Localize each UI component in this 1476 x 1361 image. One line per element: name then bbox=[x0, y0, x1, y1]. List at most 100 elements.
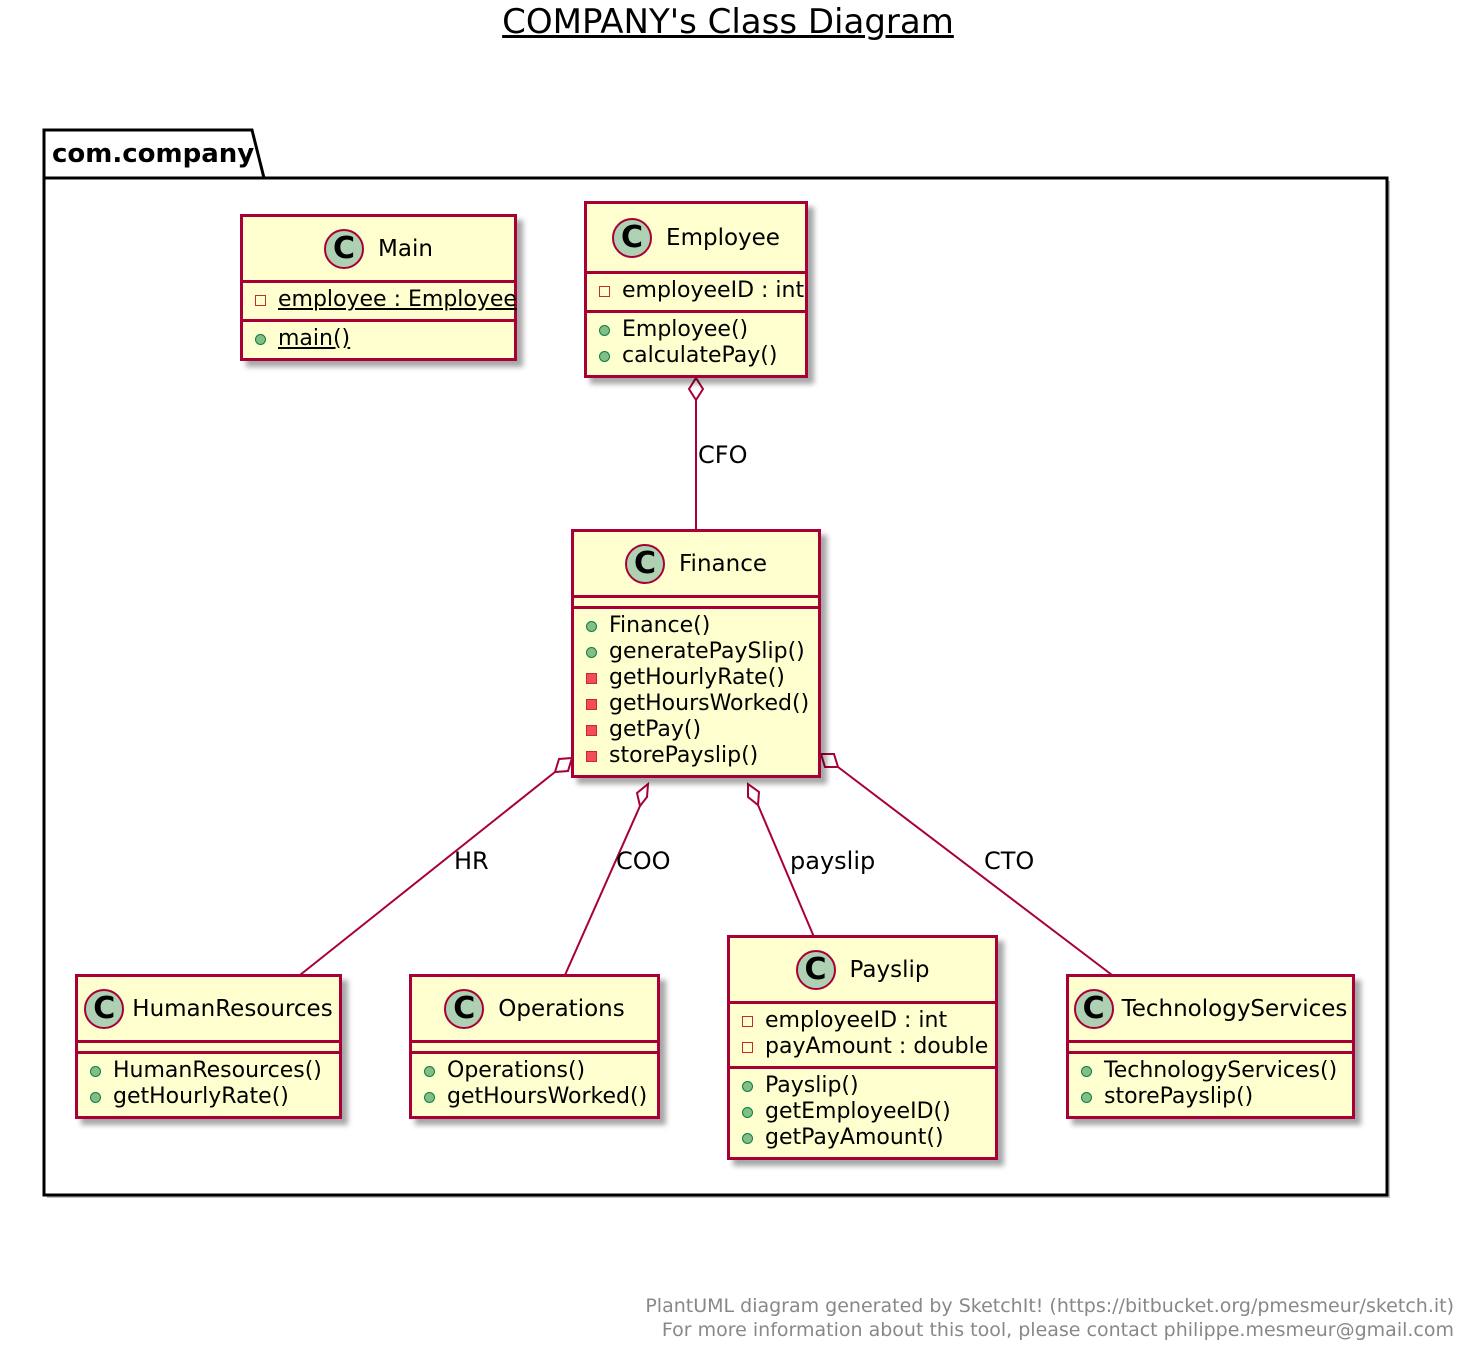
method-item: getPayAmount() bbox=[742, 1125, 985, 1151]
method-item: Employee() bbox=[599, 317, 795, 343]
private-field-icon bbox=[599, 285, 610, 297]
method-item: calculatePay() bbox=[599, 343, 795, 369]
field-text: employeeID : int bbox=[765, 1008, 948, 1033]
method-text: Operations() bbox=[447, 1058, 586, 1083]
relation-label-cto: CTO bbox=[984, 847, 1035, 875]
relation-label-hr: HR bbox=[454, 847, 489, 875]
method-item: getHoursWorked() bbox=[424, 1084, 647, 1110]
private-field-icon bbox=[255, 294, 266, 306]
class-badge-icon: C bbox=[1073, 988, 1114, 1029]
public-method-icon bbox=[1081, 1065, 1092, 1077]
public-method-icon bbox=[90, 1091, 101, 1103]
field-item: payAmount : double bbox=[742, 1034, 989, 1060]
class-finance[interactable]: C Finance Finance() generatePaySlip() ge… bbox=[571, 529, 821, 778]
method-item: Operations() bbox=[424, 1058, 647, 1084]
field-text: employee : Employee bbox=[278, 287, 517, 312]
methods-section: Finance() generatePaySlip() getHourlyRat… bbox=[574, 609, 818, 775]
method-item: main() bbox=[255, 326, 504, 352]
package-name: com.company bbox=[52, 139, 255, 169]
footer-line-2: For more information about this tool, pl… bbox=[661, 1319, 1454, 1341]
private-field-icon bbox=[742, 1041, 753, 1053]
method-text: main() bbox=[278, 326, 351, 351]
method-text: getPayAmount() bbox=[765, 1125, 944, 1150]
public-method-icon bbox=[90, 1065, 101, 1077]
method-item: HumanResources() bbox=[90, 1058, 329, 1084]
class-main[interactable]: C Main employee : Employee main() bbox=[240, 214, 517, 361]
fields-section: employeeID : int payAmount : double bbox=[730, 1004, 995, 1069]
class-name: Employee bbox=[666, 224, 780, 251]
class-badge-icon: C bbox=[84, 988, 125, 1029]
method-text: getHoursWorked() bbox=[447, 1084, 648, 1109]
class-badge-icon: C bbox=[444, 988, 485, 1029]
method-text: getPay() bbox=[609, 717, 702, 742]
private-method-icon bbox=[586, 750, 597, 762]
class-name: HumanResources bbox=[132, 995, 333, 1022]
method-item: getHourlyRate() bbox=[586, 665, 808, 691]
public-method-icon bbox=[599, 324, 610, 336]
class-badge-icon: C bbox=[795, 949, 836, 990]
aggregation-diamond-icon bbox=[687, 376, 705, 402]
method-item: getHourlyRate() bbox=[90, 1084, 329, 1110]
method-item: storePayslip() bbox=[586, 743, 808, 769]
class-payslip[interactable]: C Payslip employeeID : int payAmount : d… bbox=[727, 935, 998, 1160]
method-item: Payslip() bbox=[742, 1073, 985, 1099]
public-method-icon bbox=[255, 333, 266, 345]
method-text: Employee() bbox=[622, 317, 749, 342]
methods-section: main() bbox=[243, 322, 514, 358]
public-method-icon bbox=[742, 1132, 753, 1144]
public-method-icon bbox=[742, 1106, 753, 1118]
class-header: C Employee bbox=[587, 204, 805, 274]
method-item: TechnologyServices() bbox=[1081, 1058, 1342, 1084]
relation-finance-payslip bbox=[757, 804, 815, 938]
methods-section: Employee() calculatePay() bbox=[587, 313, 805, 375]
class-badge-icon: C bbox=[612, 217, 653, 258]
class-technologyservices[interactable]: C TechnologyServices TechnologyServices(… bbox=[1066, 974, 1355, 1119]
public-method-icon bbox=[424, 1091, 435, 1103]
public-method-icon bbox=[599, 350, 610, 362]
class-badge-icon: C bbox=[625, 543, 665, 584]
fields-section bbox=[412, 1043, 657, 1054]
methods-section: TechnologyServices() storePayslip() bbox=[1069, 1054, 1352, 1116]
footer-credit: PlantUML diagram generated by SketchIt! … bbox=[645, 1294, 1454, 1342]
methods-section: HumanResources() getHourlyRate() bbox=[78, 1054, 339, 1116]
class-name: Main bbox=[378, 235, 433, 262]
fields-section: employeeID : int bbox=[587, 274, 805, 313]
private-method-icon bbox=[586, 672, 597, 684]
class-header: C HumanResources bbox=[78, 977, 339, 1043]
method-text: Finance() bbox=[609, 613, 711, 638]
class-name: Payslip bbox=[849, 956, 930, 983]
aggregation-diamond-icon bbox=[553, 756, 574, 774]
aggregation-diamond-icon bbox=[819, 753, 840, 768]
private-method-icon bbox=[586, 698, 597, 710]
diagram-title: COMPANY's Class Diagram bbox=[502, 2, 954, 42]
method-text: HumanResources() bbox=[113, 1058, 322, 1083]
field-text: payAmount : double bbox=[765, 1034, 989, 1059]
method-text: getHourlyRate() bbox=[609, 665, 785, 690]
class-header: C Operations bbox=[412, 977, 657, 1043]
method-item: Finance() bbox=[586, 613, 808, 639]
class-operations[interactable]: C Operations Operations() getHoursWorked… bbox=[409, 974, 660, 1119]
class-name: Operations bbox=[498, 995, 625, 1022]
methods-section: Operations() getHoursWorked() bbox=[412, 1054, 657, 1116]
method-item: storePayslip() bbox=[1081, 1084, 1342, 1110]
class-humanresources[interactable]: C HumanResources HumanResources() getHou… bbox=[75, 974, 342, 1119]
fields-section bbox=[78, 1043, 339, 1054]
class-employee[interactable]: C Employee employeeID : int Employee() c… bbox=[584, 201, 808, 378]
public-method-icon bbox=[424, 1065, 435, 1077]
class-name: TechnologyServices bbox=[1121, 995, 1348, 1022]
public-method-icon bbox=[586, 646, 597, 658]
relation-finance-technologyservices bbox=[837, 766, 1113, 976]
method-item: getHoursWorked() bbox=[586, 691, 810, 717]
relation-label-coo: COO bbox=[616, 847, 671, 875]
methods-section: Payslip() getEmployeeID() getPayAmount() bbox=[730, 1069, 995, 1157]
field-item: employeeID : int bbox=[742, 1008, 985, 1034]
method-item: getPay() bbox=[586, 717, 808, 743]
method-text: getHourlyRate() bbox=[113, 1084, 289, 1109]
relation-finance-humanresources bbox=[299, 771, 556, 976]
private-field-icon bbox=[742, 1015, 753, 1027]
field-text: employeeID : int bbox=[622, 278, 805, 303]
method-text: calculatePay() bbox=[622, 343, 778, 368]
aggregation-diamond-icon bbox=[635, 781, 650, 809]
class-header: C Finance bbox=[574, 532, 818, 598]
method-text: getHoursWorked() bbox=[609, 691, 810, 716]
